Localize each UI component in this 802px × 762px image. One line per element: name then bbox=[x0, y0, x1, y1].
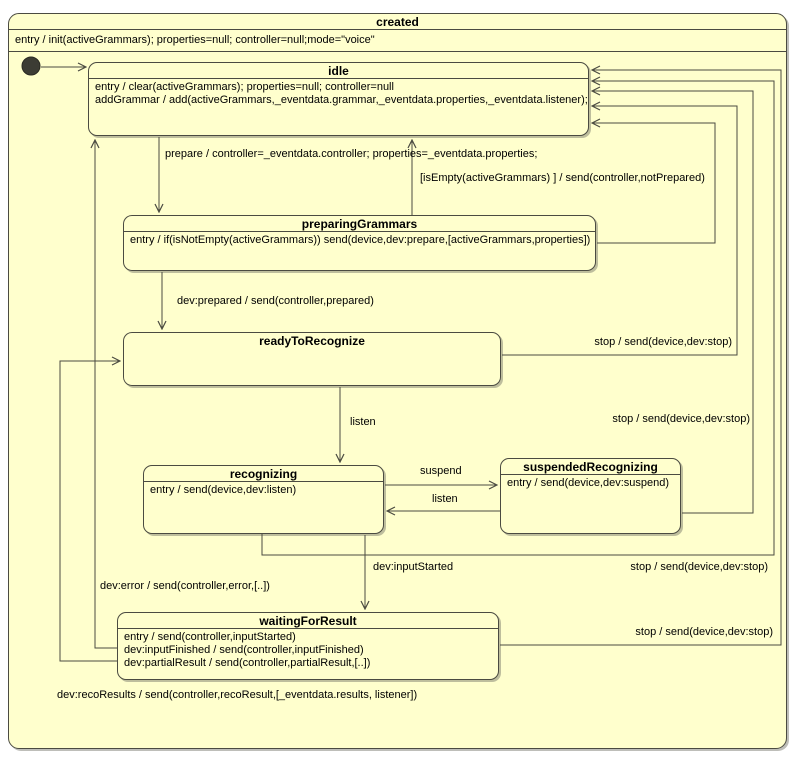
label-listen-resume[interactable]: listen bbox=[432, 493, 458, 505]
label-suspend[interactable]: suspend bbox=[420, 465, 462, 477]
label-listen[interactable]: listen bbox=[350, 416, 376, 428]
state-idle[interactable]: idle entry / clear(activeGrammars); prop… bbox=[88, 62, 589, 136]
state-waiting-for-result-action: entry / send(controller,inputStarted) bbox=[124, 631, 296, 643]
state-ready-to-recognize-title: readyToRecognize bbox=[259, 334, 365, 348]
state-preparing-grammars-action: entry / if(isNotEmpty(activeGrammars)) s… bbox=[130, 234, 591, 246]
state-ready-to-recognize[interactable]: readyToRecognize bbox=[123, 332, 501, 386]
label-dev-prepared[interactable]: dev:prepared / send(controller,prepared) bbox=[177, 295, 374, 307]
label-stop-recognizing[interactable]: stop / send(device,dev:stop) bbox=[630, 561, 768, 573]
label-not-prepared[interactable]: [isEmpty(activeGrammars) ] / send(contro… bbox=[420, 172, 705, 184]
state-idle-action: entry / clear(activeGrammars); propertie… bbox=[95, 81, 394, 93]
state-suspended-recognizing-title: suspendedRecognizing bbox=[501, 459, 680, 475]
label-stop-suspended[interactable]: stop / send(device,dev:stop) bbox=[612, 413, 750, 425]
state-recognizing[interactable]: recognizing entry / send(device,dev:list… bbox=[143, 465, 384, 534]
state-idle-action: addGrammar / add(activeGrammars,_eventda… bbox=[95, 94, 588, 106]
state-recognizing-title: recognizing bbox=[144, 466, 383, 482]
label-dev-error[interactable]: dev:error / send(controller,error,[..]) bbox=[100, 580, 270, 592]
label-dev-input-started[interactable]: dev:inputStarted bbox=[373, 561, 454, 573]
state-suspended-recognizing-action: entry / send(device,dev:suspend) bbox=[507, 477, 670, 489]
state-preparing-grammars[interactable]: preparingGrammars entry / if(isNotEmpty(… bbox=[123, 215, 596, 271]
label-stop-ready[interactable]: stop / send(device,dev:stop) bbox=[594, 336, 732, 348]
state-waiting-for-result-title: waitingForResult bbox=[118, 613, 498, 629]
state-preparing-grammars-title: preparingGrammars bbox=[124, 216, 595, 232]
state-created-entry-action: entry / init(activeGrammars); properties… bbox=[9, 30, 786, 52]
state-created-title: created bbox=[9, 14, 786, 30]
state-idle-title: idle bbox=[89, 63, 588, 79]
state-waiting-for-result-action: dev:partialResult / send(controller,part… bbox=[124, 657, 371, 669]
label-dev-reco-results[interactable]: dev:recoResults / send(controller,recoRe… bbox=[57, 689, 418, 701]
label-stop-waiting[interactable]: stop / send(device,dev:stop) bbox=[635, 626, 773, 638]
state-waiting-for-result-action: dev:inputFinished / send(controller,inpu… bbox=[124, 644, 364, 656]
state-waiting-for-result[interactable]: waitingForResult entry / send(controller… bbox=[117, 612, 499, 680]
state-suspended-recognizing[interactable]: suspendedRecognizing entry / send(device… bbox=[500, 458, 681, 534]
label-prepare[interactable]: prepare / controller=_eventdata.controll… bbox=[165, 148, 538, 160]
state-recognizing-action: entry / send(device,dev:listen) bbox=[150, 484, 297, 496]
